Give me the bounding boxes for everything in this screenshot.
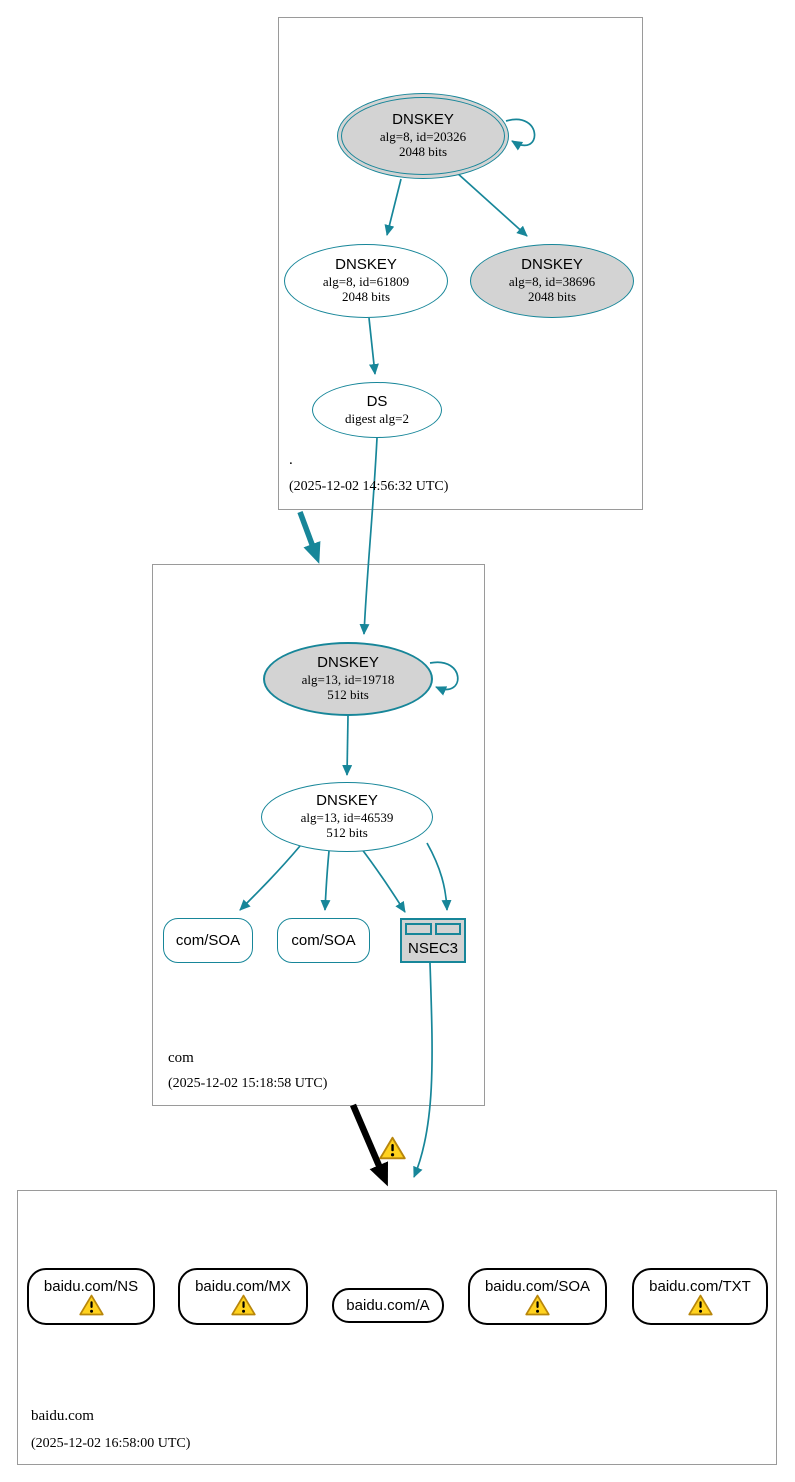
node-title: DNSKEY xyxy=(392,111,454,129)
warning-icon xyxy=(231,1294,256,1316)
ds-node-root[interactable]: DS digest alg=2 xyxy=(312,382,442,438)
node-title: DNSKEY xyxy=(521,256,583,274)
node-bits: 512 bits xyxy=(326,825,368,841)
zone-box-root xyxy=(278,17,643,510)
dnskey-node-com-zsk[interactable]: DNSKEY alg=13, id=46539 512 bits xyxy=(261,782,433,852)
zone-label-root: . xyxy=(289,452,293,468)
delegation-arrow-root-com-secure xyxy=(297,511,321,564)
warning-icon xyxy=(688,1294,713,1316)
nsec3-cell xyxy=(405,923,432,935)
warning-icon xyxy=(525,1294,550,1316)
rrset-label: baidu.com/TXT xyxy=(649,1278,751,1295)
node-alg: alg=13, id=46539 xyxy=(300,809,394,825)
nsec3-cell xyxy=(434,923,461,935)
dnskey-node-root-ksk[interactable]: DNSKEY alg=8, id=20326 2048 bits xyxy=(337,93,509,179)
node-bits: 512 bits xyxy=(327,687,369,703)
node-alg: alg=8, id=38696 xyxy=(508,273,596,289)
node-alg: alg=8, id=20326 xyxy=(379,128,467,144)
zone-box-baidu xyxy=(17,1190,777,1465)
node-bits: 2048 bits xyxy=(398,144,448,160)
node-title: DS xyxy=(366,393,388,411)
rrset-node-baidu-mx[interactable]: baidu.com/MX xyxy=(178,1268,308,1325)
zone-timestamp-baidu: (2025-12-02 16:58:00 UTC) xyxy=(31,1436,191,1451)
node-title: DNSKEY xyxy=(335,256,397,274)
zone-label-com: com xyxy=(168,1050,194,1066)
nsec3-label: NSEC3 xyxy=(407,939,459,957)
dnskey-node-root-38696[interactable]: DNSKEY alg=8, id=38696 2048 bits xyxy=(470,244,634,318)
rrset-node-com-soa-1[interactable]: com/SOA xyxy=(163,918,253,963)
rrset-node-com-soa-2[interactable]: com/SOA xyxy=(277,918,370,963)
node-title: DNSKEY xyxy=(316,792,378,810)
zone-label-baidu: baidu.com xyxy=(31,1408,94,1424)
node-bits: 2048 bits xyxy=(341,289,391,305)
node-alg: alg=13, id=19718 xyxy=(301,671,395,687)
rrset-label: baidu.com/SOA xyxy=(484,1278,591,1295)
node-bits: 2048 bits xyxy=(527,289,577,305)
rrset-label: com/SOA xyxy=(175,932,241,949)
warning-icon xyxy=(79,1294,104,1316)
rrset-label: baidu.com/A xyxy=(346,1297,430,1314)
zone-box-com xyxy=(152,564,485,1106)
zone-timestamp-com: (2025-12-02 15:18:58 UTC) xyxy=(168,1076,328,1091)
zone-timestamp-root: (2025-12-02 14:56:32 UTC) xyxy=(289,479,449,494)
nsec3-header-cells xyxy=(405,923,461,935)
node-alg: digest alg=2 xyxy=(344,410,410,426)
rrset-label: com/SOA xyxy=(291,932,356,949)
rrset-node-baidu-soa[interactable]: baidu.com/SOA xyxy=(468,1268,607,1325)
nsec3-node-com[interactable]: NSEC3 xyxy=(400,918,466,963)
node-alg: alg=8, id=61809 xyxy=(322,273,410,289)
dnskey-node-com-ksk[interactable]: DNSKEY alg=13, id=19718 512 bits xyxy=(263,642,433,716)
node-title: DNSKEY xyxy=(317,654,379,672)
rrset-node-baidu-txt[interactable]: baidu.com/TXT xyxy=(632,1268,768,1325)
rrset-label: baidu.com/MX xyxy=(195,1278,291,1295)
delegation-arrow-com-baidu-insecure xyxy=(350,1103,389,1187)
dnskey-node-root-ksk-inner: DNSKEY alg=8, id=20326 2048 bits xyxy=(341,97,505,175)
rrset-node-baidu-a[interactable]: baidu.com/A xyxy=(332,1288,444,1323)
dnskey-node-root-zsk[interactable]: DNSKEY alg=8, id=61809 2048 bits xyxy=(284,244,448,318)
rrset-label: baidu.com/NS xyxy=(43,1278,139,1295)
rrset-node-baidu-ns[interactable]: baidu.com/NS xyxy=(27,1268,155,1325)
delegation-warning-icon xyxy=(379,1136,406,1160)
